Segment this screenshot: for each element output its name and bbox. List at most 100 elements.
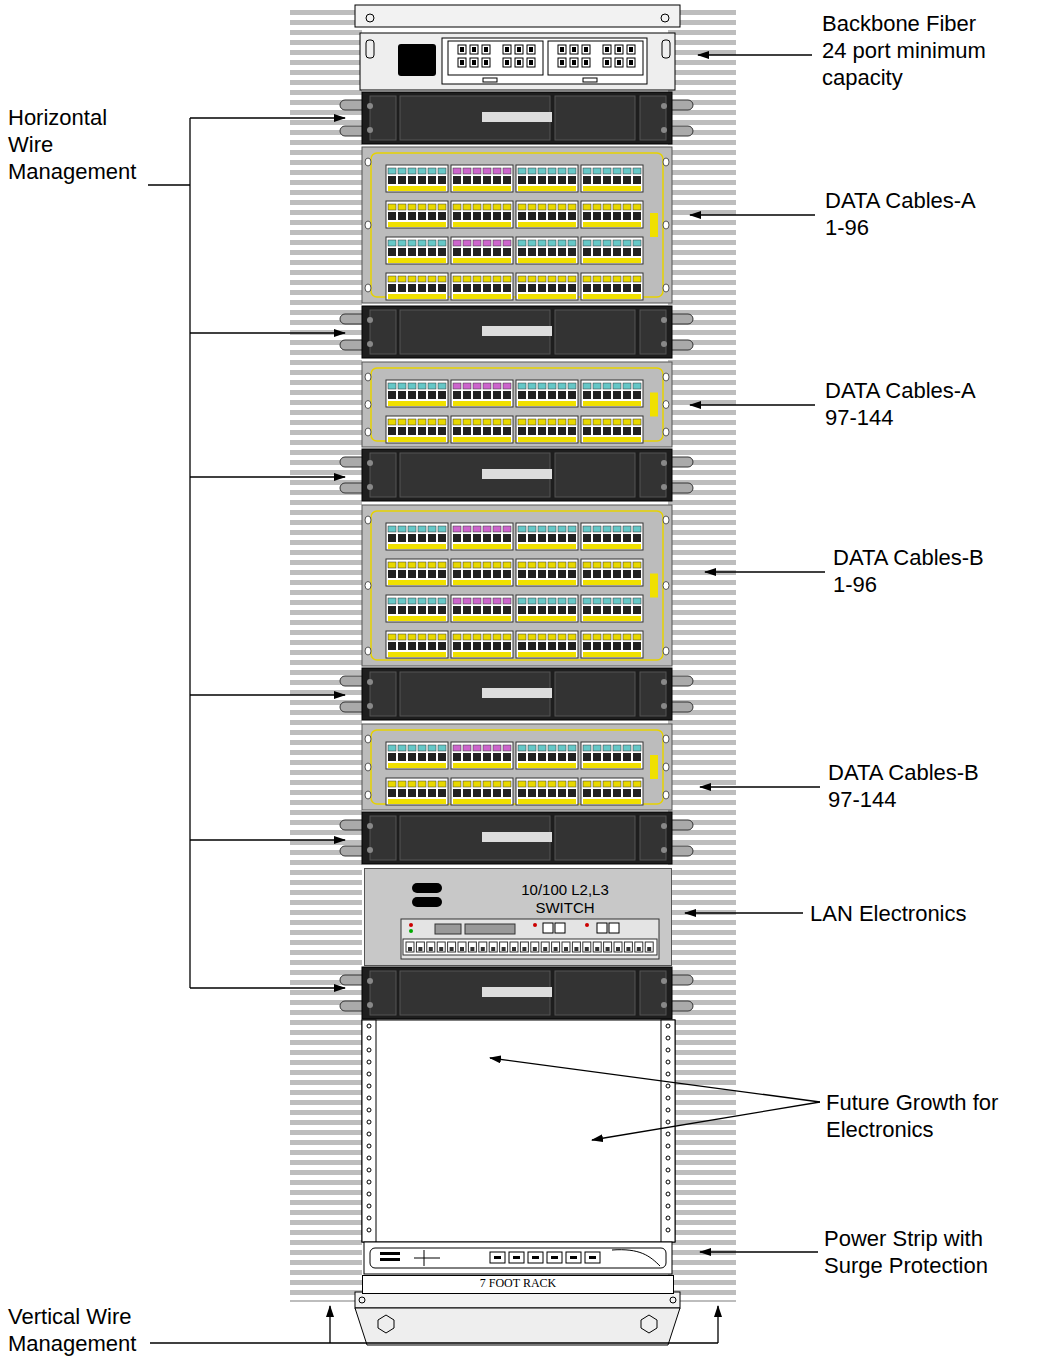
port [408, 212, 416, 220]
port-label-strip [388, 763, 446, 768]
port-top [463, 526, 471, 532]
port [623, 212, 631, 220]
port-top [528, 745, 536, 751]
port-top [538, 204, 546, 210]
manager-section [555, 971, 635, 1015]
port-top [633, 781, 641, 787]
port [558, 427, 566, 435]
port-top [408, 526, 416, 532]
port-top [453, 598, 461, 604]
rail-hole [367, 1192, 371, 1196]
port-top [463, 204, 471, 210]
port-top [388, 383, 396, 389]
port [473, 642, 481, 650]
rail-hole [367, 1228, 371, 1232]
port [623, 642, 631, 650]
fiber-port-core [560, 60, 564, 65]
port-top [623, 562, 631, 568]
panel-hole [365, 221, 371, 229]
port-block [386, 595, 448, 622]
port-top [568, 276, 576, 282]
fiber-port-core [472, 60, 476, 65]
bolt [661, 1002, 667, 1008]
port-top [593, 562, 601, 568]
panel-hole [365, 791, 371, 799]
port-top [633, 383, 641, 389]
port-top [613, 240, 621, 246]
port [603, 642, 611, 650]
port [593, 753, 601, 761]
callout-label: Vertical Wire Management [8, 1303, 146, 1357]
fiber-port-core [517, 47, 521, 52]
port-top [623, 168, 631, 174]
port-block [516, 559, 578, 586]
port [428, 427, 436, 435]
port [408, 176, 416, 184]
port-label-strip [388, 222, 446, 227]
port [453, 789, 461, 797]
port-top [518, 562, 526, 568]
port [623, 284, 631, 292]
port [548, 212, 556, 220]
port [633, 212, 641, 220]
port [388, 789, 396, 797]
port-top [438, 634, 446, 640]
leader-arrow [490, 1058, 820, 1102]
panel-hole [663, 284, 669, 292]
port-top [388, 168, 396, 174]
port [538, 642, 546, 650]
port [603, 212, 611, 220]
led [533, 923, 537, 927]
port [568, 753, 576, 761]
rack-foot [355, 1308, 680, 1345]
port-block [386, 778, 448, 805]
port-top [428, 204, 436, 210]
panel-slot [662, 40, 670, 58]
port-top [428, 634, 436, 640]
port [528, 176, 536, 184]
fiber-port [582, 58, 590, 67]
port [463, 212, 471, 220]
port [538, 176, 546, 184]
fiber-port-core [472, 47, 476, 52]
rail-hole [666, 1228, 670, 1232]
port [623, 534, 631, 542]
port [503, 176, 511, 184]
port-top [438, 419, 446, 425]
port [548, 534, 556, 542]
panel-hole [365, 735, 371, 743]
port [438, 284, 446, 292]
port-label-strip [518, 544, 576, 549]
port-top [388, 276, 396, 282]
uplink-port [555, 923, 565, 933]
fiber-port-core [629, 60, 633, 65]
port-label-strip [388, 580, 446, 585]
leader-arrow [190, 987, 345, 988]
port-block [451, 631, 513, 658]
port-top [603, 168, 611, 174]
port-top [593, 276, 601, 282]
port-top [548, 781, 556, 787]
port-top [428, 168, 436, 174]
port-top [518, 526, 526, 532]
port-top [558, 276, 566, 282]
port-top [398, 634, 406, 640]
switch-port-jack [512, 947, 516, 951]
leader-arrow [190, 476, 345, 477]
port-top [388, 240, 396, 246]
switch-port-jack [502, 947, 506, 951]
port-top [388, 634, 396, 640]
port-top [428, 562, 436, 568]
port-block [516, 380, 578, 407]
rack-rail [661, 1020, 675, 1242]
port-top [558, 562, 566, 568]
port-top [453, 240, 461, 246]
port [398, 642, 406, 650]
port-top [548, 598, 556, 604]
port-top [398, 168, 406, 174]
port [503, 606, 511, 614]
port-top [633, 419, 641, 425]
port-block [451, 595, 513, 622]
switch-port-jack [408, 947, 412, 951]
manager-section [640, 971, 666, 1015]
